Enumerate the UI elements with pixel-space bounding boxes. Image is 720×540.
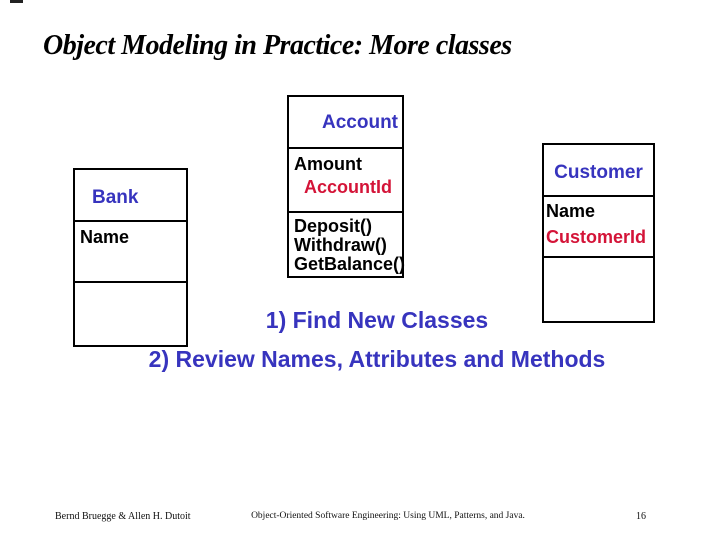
uml-class-box-customer: Customer Name CustomerId	[542, 143, 655, 323]
step-2-text: 2) Review Names, Attributes and Methods	[148, 346, 606, 372]
screen-artifact	[10, 0, 23, 3]
uml-attribute: AccountId	[304, 177, 392, 197]
uml-attribute: Amount	[294, 154, 362, 174]
uml-method-compartment	[75, 283, 186, 345]
uml-class-box-bank: Bank Name	[73, 168, 188, 347]
uml-attribute: Name	[546, 201, 596, 221]
uml-attribute-compartment: Name CustomerId	[544, 197, 653, 258]
uml-method-compartment	[544, 258, 653, 321]
class-name: Bank	[92, 187, 139, 208]
class-name: Customer	[554, 162, 643, 183]
uml-name-compartment: Bank	[75, 170, 186, 222]
uml-attribute: CustomerId	[546, 227, 647, 247]
uml-attribute-compartment: Amount AccountId	[289, 149, 402, 213]
footer-author: Bernd Bruegge & Allen H. Dutoit	[55, 511, 191, 522]
footer-book-title: Object-Oriented Software Engineering: Us…	[251, 511, 525, 521]
uml-method: GetBalance()	[294, 254, 406, 274]
uml-attribute-compartment: Name	[75, 222, 186, 283]
uml-method: Withdraw()	[294, 235, 387, 255]
footer-page-number: 16	[636, 511, 646, 522]
uml-name-compartment: Customer	[544, 145, 653, 197]
slide-title: Object Modeling in Practice: More classe…	[43, 30, 512, 61]
uml-name-compartment: Account	[289, 97, 402, 149]
step-1-text: 1) Find New Classes	[265, 307, 489, 333]
uml-class-box-account: Account Amount AccountId Deposit() Withd…	[287, 95, 406, 278]
uml-attribute: Name	[80, 227, 130, 247]
uml-method: Deposit()	[294, 216, 372, 236]
uml-method-compartment: Deposit() Withdraw() GetBalance()	[289, 213, 406, 276]
class-name: Account	[322, 112, 398, 133]
